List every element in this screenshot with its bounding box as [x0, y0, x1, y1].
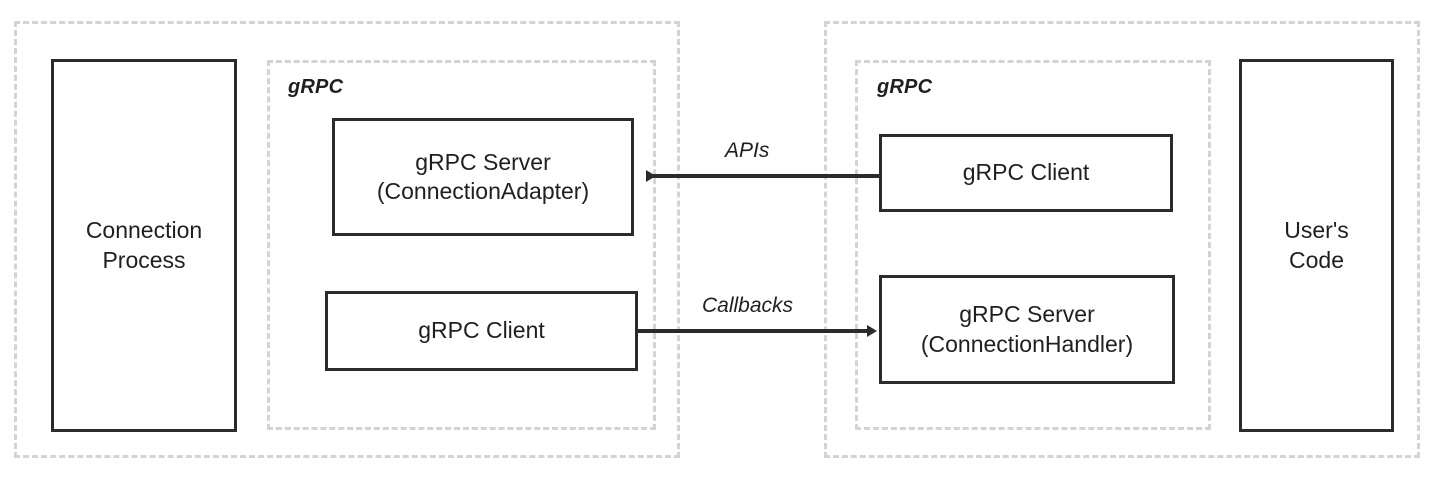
node-grpc-client-right[interactable]: gRPC Client: [879, 134, 1173, 212]
callbacks-edge-label: Callbacks: [702, 294, 794, 317]
node-grpc-server-connection-handler[interactable]: gRPC Server (ConnectionHandler): [879, 275, 1175, 384]
node-users-code[interactable]: User's Code: [1239, 59, 1394, 432]
node-grpc-client-right-label: gRPC Client: [962, 159, 1090, 186]
node-grpc-client-left-label: gRPC Client: [418, 317, 545, 344]
group-grpc-left-label: gRPC: [288, 76, 344, 98]
group-users-code-outer: [824, 21, 1420, 458]
apis-edge-label: APIs: [725, 139, 770, 162]
group-grpc-left: [267, 60, 656, 430]
node-connection-process-label: Connection Process: [85, 217, 203, 273]
group-connection-process-outer: [14, 21, 680, 458]
node-grpc-server-connection-adapter[interactable]: gRPC Server (ConnectionAdapter): [332, 118, 634, 236]
node-connection-process[interactable]: Connection Process: [51, 59, 237, 432]
node-grpc-server-connection-handler-label: gRPC Server (ConnectionHandler): [920, 301, 1134, 357]
node-grpc-server-connection-adapter-label: gRPC Server (ConnectionAdapter): [376, 148, 590, 204]
node-grpc-client-left[interactable]: gRPC Client: [325, 291, 638, 371]
group-grpc-right-label: gRPC: [877, 76, 933, 98]
group-grpc-right: [855, 60, 1211, 430]
node-users-code-label: User's Code: [1284, 217, 1349, 273]
